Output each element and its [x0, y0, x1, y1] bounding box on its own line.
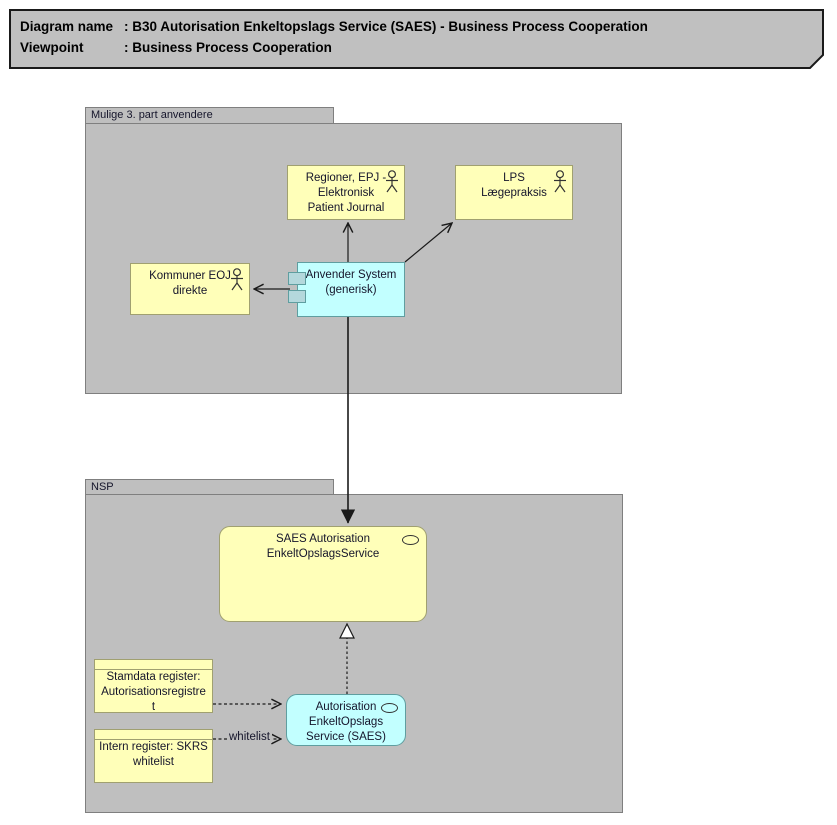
node-label: Service (SAES) — [306, 731, 386, 743]
group-third-party-tab: Mulige 3. part anvendere — [85, 107, 334, 124]
node-stamdata-register: Stamdata register: Autorisationsregistre… — [94, 659, 213, 713]
colon: : — [124, 40, 129, 55]
node-label: SAES Autorisation — [276, 533, 370, 545]
viewpoint-value: Business Process Cooperation — [132, 40, 332, 55]
node-label: Anvender System — [305, 269, 397, 281]
node-saes-business-service: SAES Autorisation EnkeltOpslagsService — [219, 526, 427, 622]
node-label: EnkeltOpslags — [308, 716, 384, 728]
business-object-band — [95, 730, 212, 740]
node-anvender-system: Anvender System (generisk) — [288, 262, 405, 317]
node-label: Kommuner EOJ — [149, 270, 231, 282]
edge-label-whitelist: whitelist — [227, 731, 272, 743]
node-label: Lægepraksis — [481, 187, 547, 199]
diagram-name-value: B30 Autorisation Enkeltopslags Service (… — [132, 19, 648, 34]
component-icon — [288, 290, 306, 303]
group-nsp-tab: NSP — [85, 479, 334, 495]
business-actor-icon — [554, 170, 566, 193]
diagram-name-label: Diagram name — [20, 19, 114, 34]
service-icon — [381, 703, 398, 713]
node-intern-register: Intern register: SKRS whitelist — [94, 729, 213, 783]
node-label: Stamdata register: — [106, 671, 201, 683]
viewpoint-line: Viewpoint : Business Process Cooperation — [20, 38, 332, 58]
node-saes-application-service: Autorisation EnkeltOpslags Service (SAES… — [286, 694, 406, 746]
group-third-party-body — [85, 123, 622, 394]
node-lps: LPS Lægepraksis — [455, 165, 573, 220]
node-label: (generisk) — [325, 284, 377, 296]
node-label: Intern register: SKRS — [99, 741, 208, 753]
node-kommuner-eoj: Kommuner EOJ direkte — [130, 263, 250, 315]
node-label: LPS — [503, 172, 525, 184]
node-label: whitelist — [133, 756, 174, 768]
viewpoint-label: Viewpoint — [20, 40, 84, 55]
node-label: Regioner, EPJ - — [305, 172, 387, 184]
node-label: direkte — [172, 285, 208, 297]
component-icon — [288, 272, 306, 285]
business-object-band — [95, 660, 212, 670]
diagram-name-line: Diagram name : B30 Autorisation Enkeltop… — [20, 17, 648, 37]
node-label: Autorisation — [315, 701, 377, 713]
service-icon — [402, 535, 419, 545]
node-label: EnkeltOpslagsService — [266, 548, 380, 560]
title-note-shape — [9, 9, 824, 69]
node-regioner-epj: Regioner, EPJ - Elektronisk Patient Jour… — [287, 165, 405, 220]
business-actor-icon — [386, 170, 398, 193]
business-actor-icon — [231, 268, 243, 291]
node-label: Patient Journal — [307, 202, 385, 214]
node-label: Autorisationsregistre — [101, 686, 206, 698]
node-label: t — [151, 701, 156, 713]
node-label: Elektronisk — [317, 187, 375, 199]
colon: : — [124, 19, 129, 34]
